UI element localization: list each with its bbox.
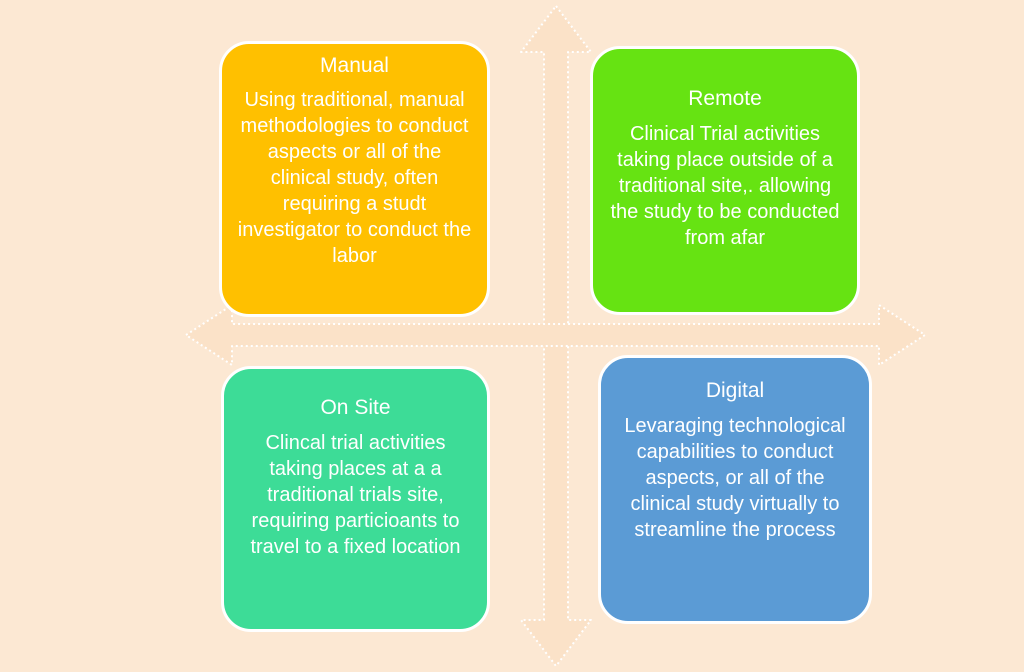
quadrant-card-remote[interactable]: Remote Clinical Trial activities taking … (590, 46, 860, 315)
quadrant-body-remote: Clinical Trial activities taking place o… (610, 123, 840, 249)
vertical-axis-arrow (520, 5, 592, 667)
quadrant-title-manual: Manual (320, 54, 389, 77)
quadrant-body-on-site: Clincal trial activities taking places a… (250, 432, 461, 558)
quadrant-body-digital: Levaraging technological capabilities to… (624, 415, 846, 541)
quadrant-card-digital[interactable]: Digital Levaraging technological capabil… (598, 355, 872, 624)
quadrant-title-remote: Remote (688, 87, 762, 110)
quadrant-body-manual: Using traditional, manual methodologies … (237, 89, 472, 267)
quadrant-card-on-site[interactable]: On Site Clincal trial activities taking … (221, 366, 490, 632)
quadrant-title-on-site: On Site (320, 396, 391, 419)
quadrant-title-digital: Digital (705, 379, 765, 402)
quadrant-card-manual[interactable]: Manual Using traditional, manual methodo… (219, 41, 490, 317)
